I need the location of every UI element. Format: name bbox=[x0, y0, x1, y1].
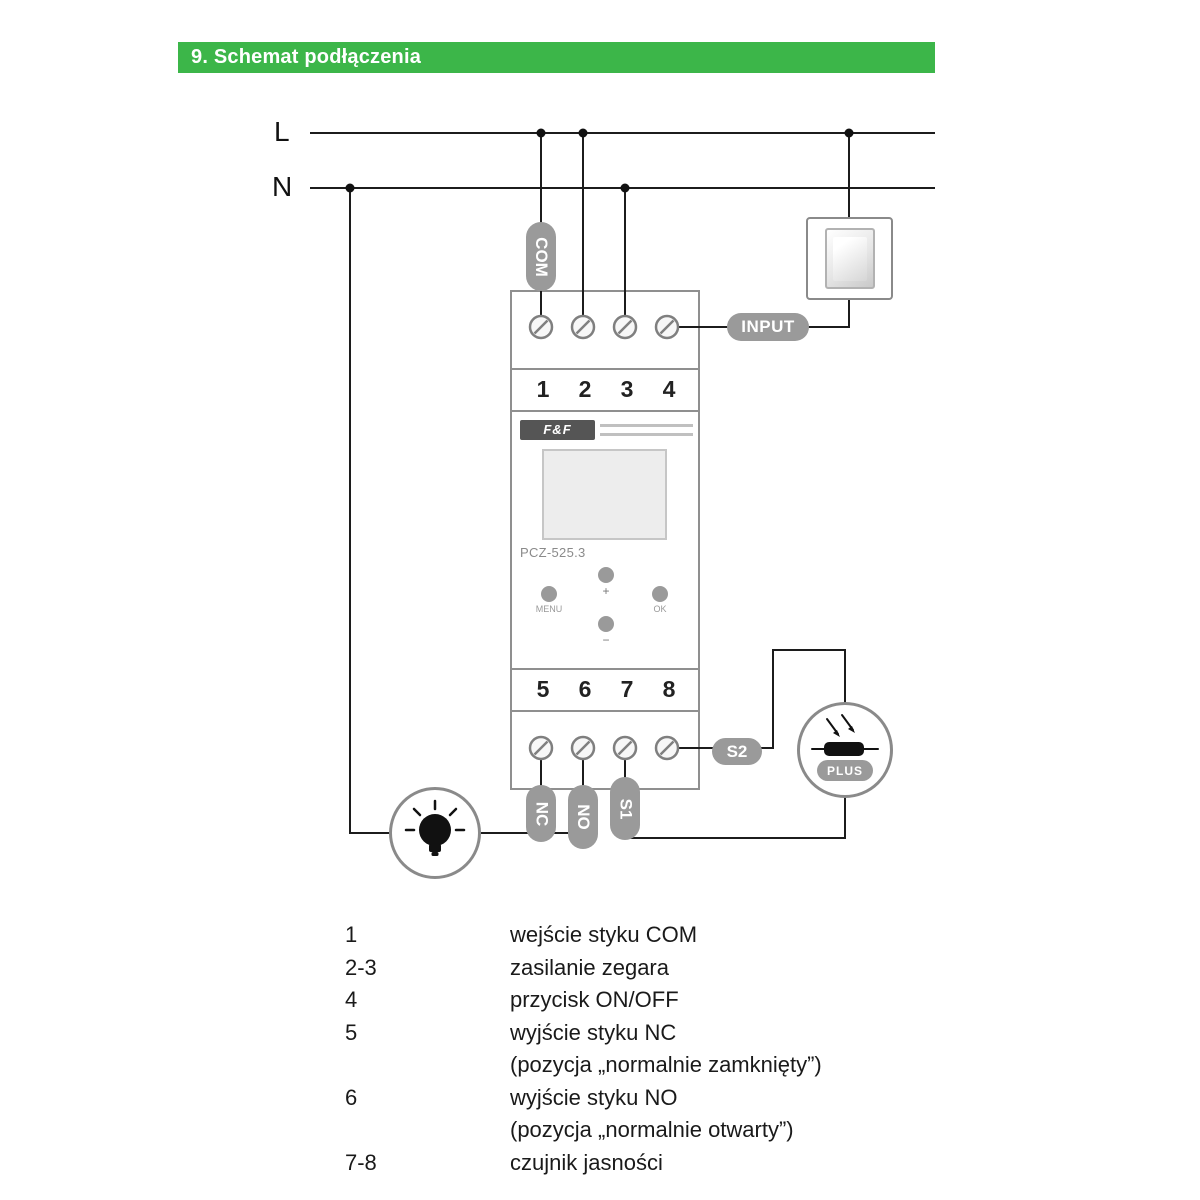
legend-desc: wyjście styku NC bbox=[510, 1019, 677, 1045]
line-n-label: N bbox=[272, 171, 293, 202]
divider bbox=[510, 668, 700, 670]
legend-key: 5 bbox=[345, 1019, 358, 1045]
com-pill-label: COM bbox=[532, 236, 552, 277]
legend-row: 4 przycisk ON/OFF bbox=[345, 987, 985, 1020]
divider bbox=[510, 710, 700, 712]
terminal-number: 1 bbox=[536, 376, 550, 402]
input-pill-label: INPUT bbox=[741, 317, 795, 336]
terminal-number: 5 bbox=[536, 676, 550, 702]
legend-key: 7-8 bbox=[345, 1149, 377, 1175]
s2-pill: S2 bbox=[712, 738, 762, 765]
legend: 1 wejście styku COM 2-3 zasilanie zegara… bbox=[345, 922, 985, 1182]
ok-button-icon bbox=[652, 586, 668, 602]
brand-stripes bbox=[600, 424, 693, 436]
terminal-number: 8 bbox=[662, 676, 676, 702]
terminal-number: 4 bbox=[662, 376, 676, 402]
plus-pill: PLUS bbox=[817, 760, 873, 781]
line-l-label: L bbox=[274, 116, 290, 147]
ok-button-label: OK bbox=[653, 604, 667, 614]
legend-desc: wejście styku COM bbox=[510, 922, 698, 947]
bulb-glyph bbox=[404, 799, 466, 856]
legend-row: 7-8 czujnik jasności bbox=[345, 1150, 985, 1183]
switch-rocker bbox=[824, 228, 875, 289]
legend-desc: przycisk ON/OFF bbox=[510, 987, 679, 1012]
legend-desc: zasilanie zegara bbox=[510, 954, 669, 980]
legend-desc: (pozycja „normalnie zamknięty”) bbox=[510, 1052, 822, 1077]
legend-row: 5 wyjście styku NC bbox=[345, 1020, 985, 1053]
divider bbox=[510, 368, 700, 370]
divider bbox=[510, 410, 700, 412]
light-bulb-icon bbox=[389, 787, 481, 879]
plus-pill-label: PLUS bbox=[826, 763, 863, 778]
plus-button-label: + bbox=[602, 584, 610, 598]
legend-key: 6 bbox=[345, 1084, 358, 1110]
legend-key: 1 bbox=[345, 922, 358, 947]
section-header: 9. Schemat podłączenia bbox=[178, 42, 935, 73]
no-pill-label: NO bbox=[574, 804, 593, 830]
switch-rocker-face bbox=[832, 236, 867, 281]
minus-button-label: − bbox=[602, 633, 610, 647]
brand-logo: F&F bbox=[520, 420, 595, 440]
legend-key: 2-3 bbox=[345, 954, 377, 980]
no-pill: NO bbox=[568, 785, 598, 849]
light-sensor-icon bbox=[797, 702, 893, 798]
plus-button-icon bbox=[598, 567, 614, 583]
photoresistor-glyph bbox=[811, 714, 879, 756]
terminal-number: 7 bbox=[620, 676, 634, 702]
s2-pill-label: S2 bbox=[726, 741, 748, 761]
lcd-display bbox=[542, 449, 667, 540]
legend-row: 1 wejście styku COM bbox=[345, 922, 985, 955]
timer-device: 1 2 3 4 F&F PCZ-525.3 MENU OK + − 5 6 7 … bbox=[510, 290, 700, 790]
legend-desc: (pozycja „normalnie otwarty”) bbox=[510, 1117, 794, 1142]
s1-pill-label: S1 bbox=[615, 798, 635, 819]
terminal-number: 6 bbox=[578, 676, 592, 702]
s1-pill: S1 bbox=[610, 777, 640, 840]
terminal-number: 3 bbox=[620, 376, 634, 402]
legend-row: 6 wyjście styku NO bbox=[345, 1085, 985, 1118]
terminal-number: 2 bbox=[578, 376, 592, 402]
legend-row: 2-3 zasilanie zegara bbox=[345, 955, 985, 988]
nc-pill: NC bbox=[526, 785, 556, 842]
nc-pill-label: NC bbox=[532, 801, 551, 826]
legend-row: (pozycja „normalnie zamknięty”) bbox=[345, 1052, 985, 1085]
menu-button-icon bbox=[541, 586, 557, 602]
input-pill: INPUT bbox=[727, 313, 809, 341]
wall-switch-icon bbox=[806, 217, 893, 300]
legend-desc: czujnik jasności bbox=[510, 1149, 663, 1175]
menu-button-label: MENU bbox=[535, 604, 563, 614]
legend-row: (pozycja „normalnie otwarty”) bbox=[345, 1117, 985, 1150]
minus-button-icon bbox=[598, 616, 614, 632]
legend-key: 4 bbox=[345, 987, 358, 1012]
legend-desc: wyjście styku NO bbox=[510, 1084, 678, 1110]
model-label: PCZ-525.3 bbox=[520, 545, 586, 560]
com-pill: COM bbox=[526, 222, 556, 291]
